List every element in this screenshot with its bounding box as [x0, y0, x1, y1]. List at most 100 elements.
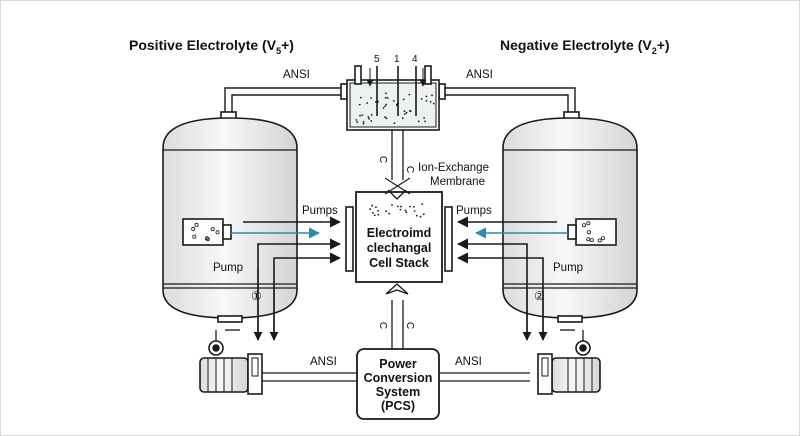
top-tank-particle	[358, 103, 361, 106]
stack-particle	[369, 208, 371, 211]
pumps-left-label: Pumps	[302, 205, 338, 217]
c-label-upper-left: C	[377, 155, 389, 164]
top-tank-particle	[405, 111, 408, 114]
right-box-particle	[589, 238, 594, 243]
stack-particle	[412, 206, 415, 208]
top-tank-particle	[384, 116, 386, 119]
membrane-label-line2: Membrane	[430, 176, 485, 188]
top-tank-number-4: 4	[412, 54, 418, 65]
up-arrowhead	[385, 283, 409, 295]
top-mixing-tank	[346, 65, 440, 131]
right-box-particle	[587, 230, 592, 235]
left-box-particle	[210, 227, 215, 232]
positive-tank-outlet-box	[182, 218, 232, 246]
stack-particle	[377, 209, 379, 212]
cell-stack-left-electrode	[345, 206, 354, 272]
stack-particle	[375, 206, 377, 209]
top-tank-particle	[375, 100, 377, 103]
membrane-arrowhead	[387, 189, 407, 200]
top-tank-particle	[367, 116, 370, 118]
electrolyte-particles	[191, 92, 606, 243]
pcs-line2: Conversion	[363, 371, 433, 385]
right-box-particle	[586, 221, 591, 226]
top-tank-particle	[424, 120, 426, 123]
stack-particle	[391, 204, 393, 206]
top-tank-number-5: 5	[374, 54, 380, 65]
top-right-pipe-inner	[443, 94, 569, 118]
membrane-label-line1: Ion-Exchange	[418, 162, 489, 174]
top-tank-particle	[356, 121, 359, 123]
top-right-coupling	[438, 83, 446, 100]
c-label-lower-right: C	[404, 321, 416, 330]
right-box-particle	[597, 238, 602, 243]
top-tank-particle	[385, 117, 388, 120]
pumps-right-label: Pumps	[456, 205, 492, 217]
stack-particle	[405, 211, 408, 214]
pump-right-label: Pump	[553, 262, 584, 274]
left-pump-motor	[199, 329, 263, 395]
top-tank-particle	[384, 96, 387, 99]
top-tank-particle	[382, 107, 385, 109]
negative-tank-outlet-box	[567, 218, 617, 246]
top-tank-number-1: 1	[394, 54, 400, 65]
stack-particle	[409, 205, 411, 208]
top-left-coupling	[340, 83, 348, 100]
stack-particle	[399, 208, 402, 211]
negative-electrolyte-title: Negative Electrolyte (V2+)	[500, 37, 670, 56]
bottom-left-pipe	[262, 372, 357, 382]
pcs-line1: Power	[379, 357, 417, 371]
left-box-particle	[215, 230, 220, 235]
c-label-lower-left: C	[377, 321, 389, 330]
right-box-particle	[582, 223, 587, 228]
top-tank-particle	[408, 110, 411, 112]
top-tank-particle	[404, 113, 406, 115]
top-tank-particle	[408, 93, 411, 96]
left-box-particle	[194, 222, 199, 227]
top-tank-particle	[355, 119, 358, 121]
top-tank-particle	[401, 117, 404, 120]
stack-particle	[377, 213, 380, 216]
stack-particle	[396, 205, 399, 208]
stack-particle	[413, 210, 416, 212]
right-pump-motor	[537, 329, 601, 395]
cell-stack-line1: Electroimd	[366, 226, 432, 240]
stack-particle	[388, 212, 390, 215]
top-tank-particle	[377, 100, 379, 103]
stack-particle	[419, 215, 422, 218]
right-box-particle	[601, 236, 606, 241]
top-tank-particle	[362, 122, 365, 125]
top-tank-particle	[425, 99, 428, 102]
circle-number-1: ①	[251, 289, 262, 303]
top-tank-particle	[360, 96, 362, 99]
top-tank-particle	[420, 98, 423, 100]
top-tank-particle	[368, 117, 370, 120]
cell-stack-right-electrode	[444, 206, 453, 272]
stack-particle	[371, 204, 373, 207]
left-box-particle	[191, 226, 196, 231]
pcs-box	[356, 348, 440, 420]
stack-particle	[372, 212, 374, 214]
top-tank-particle	[396, 104, 398, 107]
top-tank-particle	[386, 97, 389, 99]
top-tank-particle	[384, 105, 386, 108]
top-tank-particle	[402, 98, 405, 101]
cell-stack-line3: Cell Stack	[369, 256, 429, 270]
pcs-label: Power Conversion System (PCS)	[357, 357, 439, 413]
top-tank-particle	[361, 114, 364, 116]
top-left-pipe-inner	[231, 94, 343, 118]
stack-particle	[421, 203, 424, 206]
top-tank-particle	[417, 120, 420, 123]
pcs-line3: System	[375, 385, 421, 399]
c-label-upper-right: C	[404, 165, 416, 174]
ansi-top-left-label: ANSI	[283, 69, 310, 81]
positive-electrolyte-title: Positive Electrolyte (V5+)	[129, 37, 294, 56]
stack-particle	[422, 213, 425, 216]
pump-left-label: Pump	[213, 262, 244, 274]
stack-particle	[400, 205, 402, 208]
top-tank-particle	[370, 114, 373, 116]
stack-particle	[385, 210, 388, 213]
top-tank-particle	[429, 101, 432, 103]
circle-number-2: ②	[534, 289, 545, 303]
ansi-bottom-right-label: ANSI	[455, 356, 482, 368]
